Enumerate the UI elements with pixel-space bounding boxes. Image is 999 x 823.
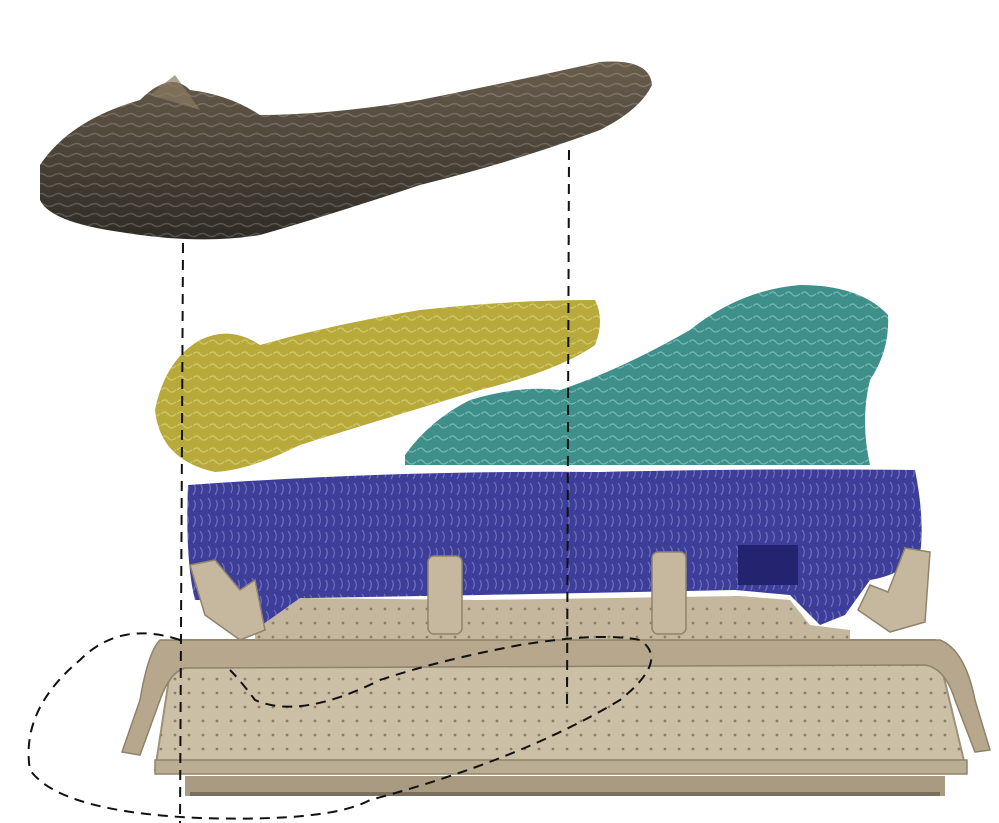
original-artifact: [40, 61, 652, 239]
cradle-post-3: [652, 552, 686, 634]
cradle-post-2: [428, 556, 462, 634]
